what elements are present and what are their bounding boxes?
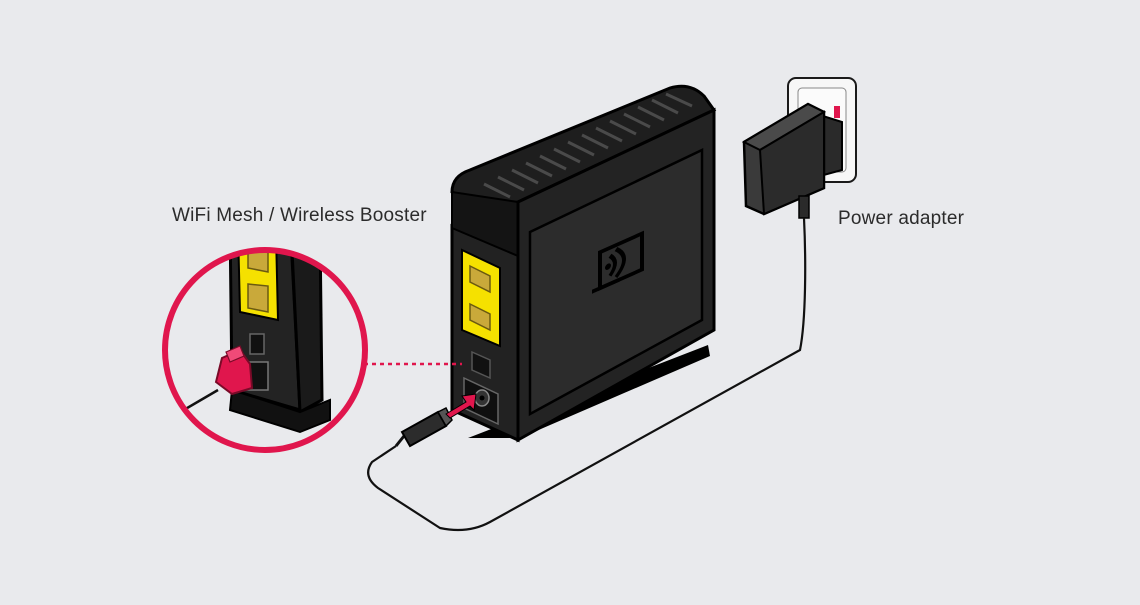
dc-power-port — [463, 376, 499, 426]
booster-label: WiFi Mesh / Wireless Booster — [172, 205, 427, 226]
socket-switch-indicator — [834, 106, 840, 118]
power-switch — [471, 350, 491, 380]
top-vents — [483, 92, 693, 199]
power-adapter — [741, 102, 843, 219]
power-adapter-label: Power adapter — [838, 208, 965, 229]
wifi-booster-logo-icon — [592, 230, 644, 294]
power-cable — [367, 217, 807, 532]
booster-device — [450, 84, 717, 443]
ethernet-ports — [461, 248, 501, 348]
zoom-callout — [162, 247, 368, 453]
plug-in-arrow-icon — [445, 393, 477, 419]
dc-plug — [394, 406, 453, 448]
